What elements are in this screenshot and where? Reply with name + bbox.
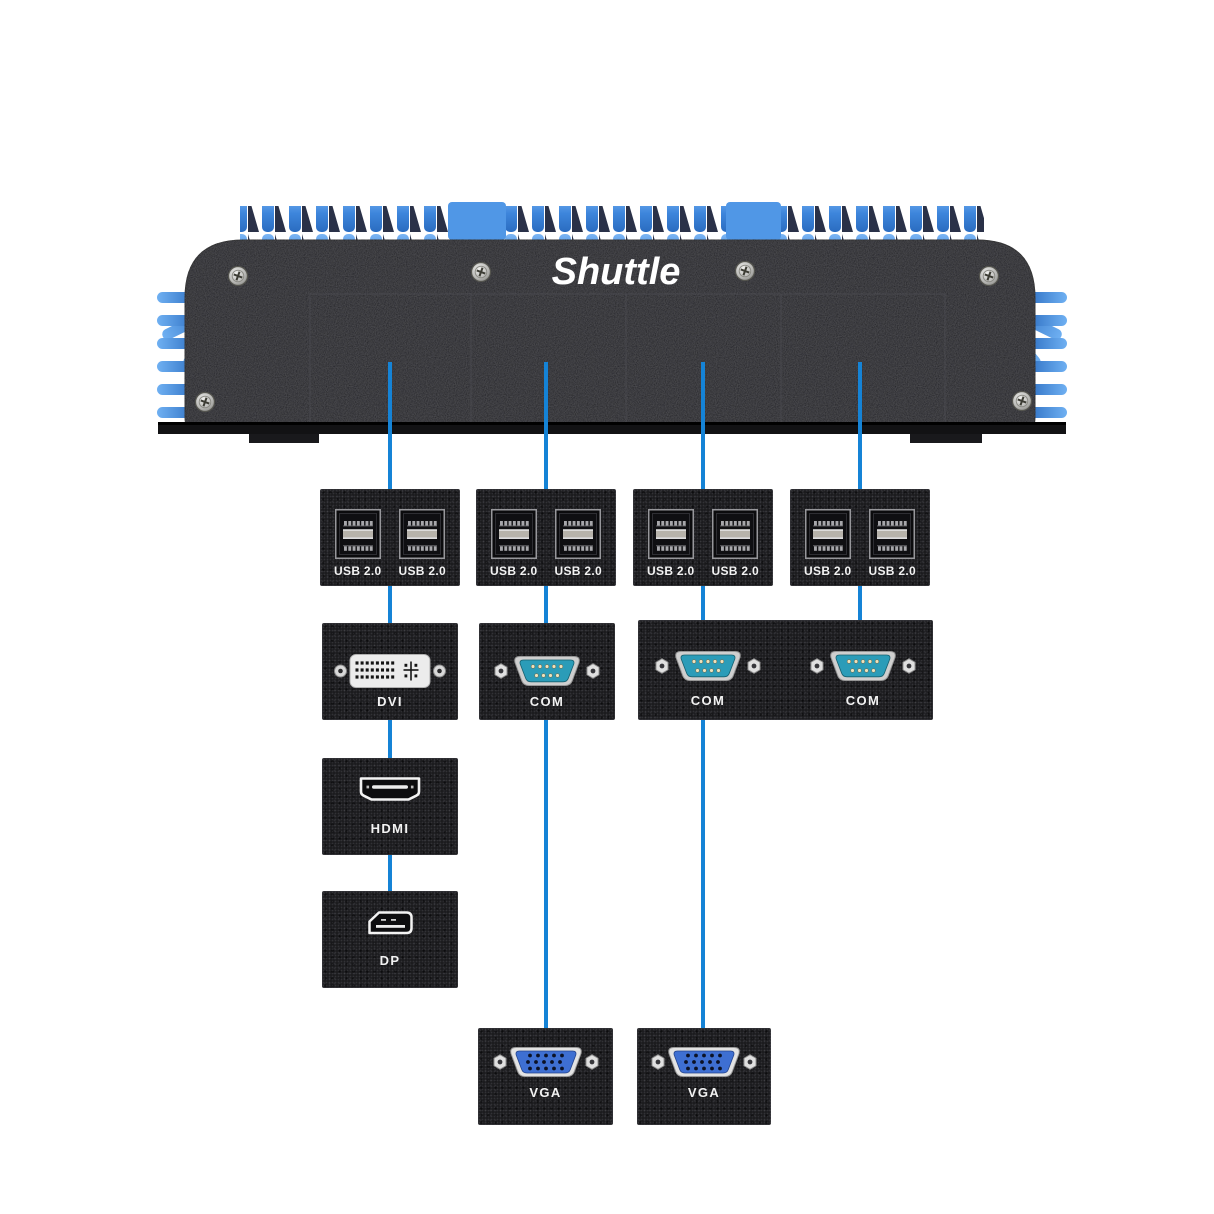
usb-label: USB 2.0 xyxy=(711,564,759,578)
shuttle-device: Shuttle xyxy=(157,202,1067,443)
usb-port-icon xyxy=(712,509,758,559)
com-label: COM xyxy=(529,694,565,709)
com-port-icon xyxy=(803,644,923,688)
usb-label: USB 2.0 xyxy=(554,564,602,578)
connector-line-col3 xyxy=(701,362,705,1125)
usb-port: USB 2.0 xyxy=(647,509,694,577)
dp-port-icon xyxy=(358,908,422,938)
usb-port-icon xyxy=(805,509,851,559)
com-port: COM xyxy=(803,644,923,707)
usb-port: USB 2.0 xyxy=(712,509,759,577)
vga-port-icon xyxy=(644,1040,764,1084)
usb-port-icon xyxy=(399,509,445,559)
com-port-icon xyxy=(487,649,607,693)
usb-label: USB 2.0 xyxy=(647,564,695,578)
com-panel-wide: COM COM xyxy=(638,620,933,720)
usb-label: USB 2.0 xyxy=(868,564,916,578)
dp-label: DP xyxy=(379,953,401,968)
vga-label: VGA xyxy=(687,1085,721,1100)
usb-panel-2: USB 2.0 USB 2.0 xyxy=(476,489,616,586)
dvi-port-icon xyxy=(330,649,450,693)
usb-port: USB 2.0 xyxy=(334,509,381,577)
usb-port: USB 2.0 xyxy=(869,509,916,577)
com-port-icon xyxy=(648,644,768,688)
usb-port: USB 2.0 xyxy=(490,509,537,577)
vga-port-icon xyxy=(486,1040,606,1084)
usb-port-icon xyxy=(491,509,537,559)
usb-panel-4: USB 2.0 USB 2.0 xyxy=(790,489,930,586)
usb-label: USB 2.0 xyxy=(398,564,446,578)
usb-port-icon xyxy=(335,509,381,559)
hdmi-port-icon xyxy=(352,772,428,806)
com-label: COM xyxy=(690,693,726,708)
usb-label: USB 2.0 xyxy=(490,564,538,578)
hdmi-panel: HDMI xyxy=(322,758,458,855)
vga-label: VGA xyxy=(529,1085,562,1100)
usb-label: USB 2.0 xyxy=(334,564,382,578)
usb-label: USB 2.0 xyxy=(804,564,852,578)
dvi-panel: DVI xyxy=(322,623,458,720)
vga-panel-2: VGA xyxy=(637,1028,771,1125)
dp-panel: DP xyxy=(322,891,458,988)
dvi-label: DVI xyxy=(377,694,403,709)
usb-port-icon xyxy=(555,509,601,559)
brand-logo: Shuttle xyxy=(552,251,681,293)
heatsink-top-fins xyxy=(240,202,984,240)
hdmi-label: HDMI xyxy=(370,821,410,836)
chassis-bottom xyxy=(158,422,1066,443)
usb-port: USB 2.0 xyxy=(555,509,602,577)
connector-line-col2 xyxy=(544,362,548,1125)
vga-panel-1: VGA xyxy=(478,1028,613,1125)
usb-panel-1: USB 2.0 USB 2.0 xyxy=(320,489,460,586)
usb-port: USB 2.0 xyxy=(804,509,851,577)
com-port: COM xyxy=(648,644,768,707)
usb-port-icon xyxy=(869,509,915,559)
usb-panel-3: USB 2.0 USB 2.0 xyxy=(633,489,773,586)
usb-port-icon xyxy=(648,509,694,559)
com-panel-1: COM xyxy=(479,623,615,720)
com-label: COM xyxy=(845,693,881,708)
usb-port: USB 2.0 xyxy=(399,509,446,577)
